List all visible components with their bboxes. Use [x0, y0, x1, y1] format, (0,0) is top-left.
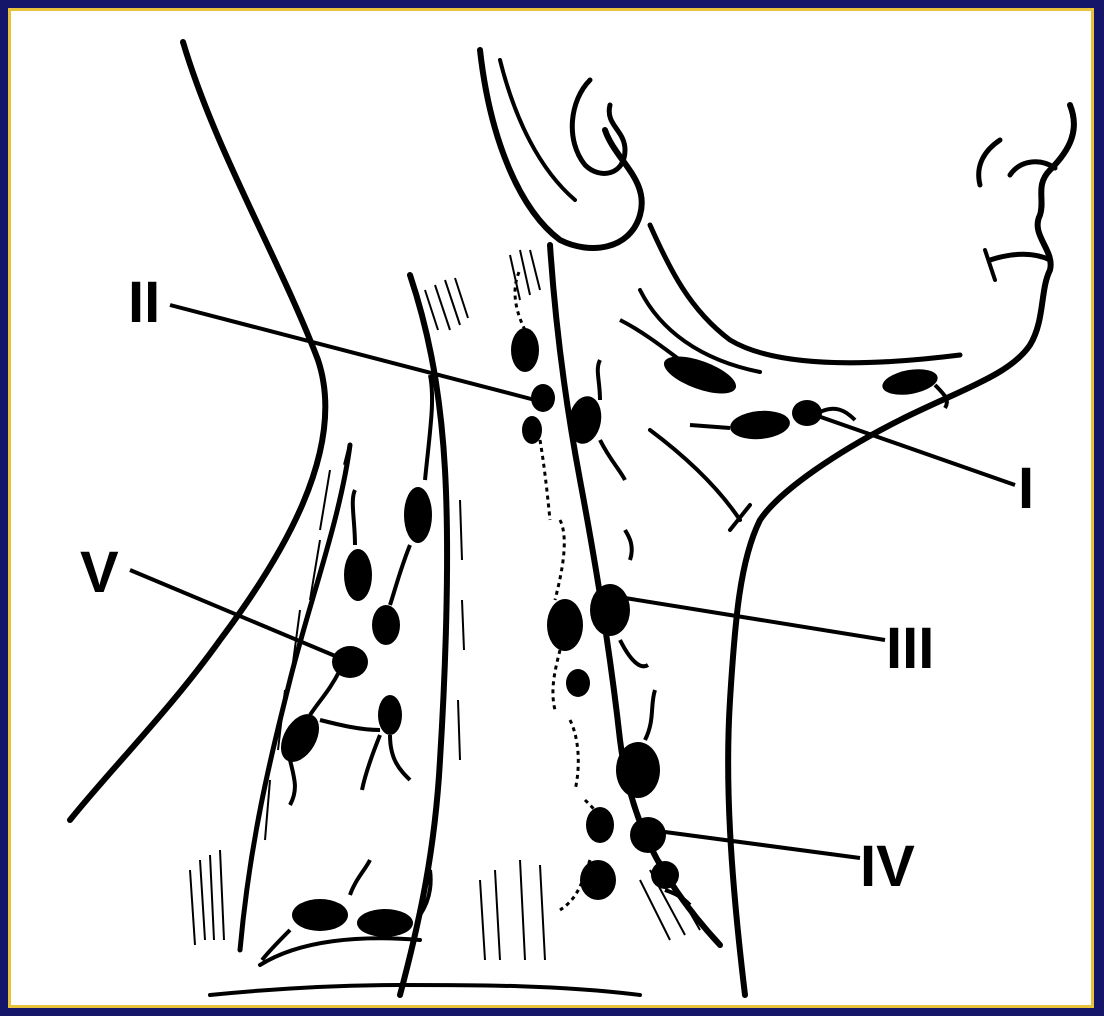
lymph-node — [880, 365, 939, 398]
muscle-left-edge — [400, 275, 447, 995]
lymph-node — [511, 328, 539, 372]
lymph-node — [404, 487, 432, 543]
lymph-node — [729, 408, 791, 441]
label-level-2: II — [128, 270, 160, 335]
lymph-node — [586, 807, 614, 843]
clavicle — [260, 938, 420, 965]
facial-vessel — [650, 430, 740, 520]
lip — [985, 250, 995, 280]
shoulder-base — [210, 985, 640, 995]
lymph-node — [566, 669, 590, 697]
lymph-node — [651, 861, 679, 889]
lymph-node — [522, 416, 542, 444]
lymph-node — [547, 599, 583, 651]
ear-inner — [572, 80, 625, 173]
label-level-1: I — [1018, 456, 1034, 521]
lymph-node — [630, 817, 666, 853]
lymph-node — [344, 549, 372, 601]
label-level-4: IV — [860, 834, 915, 899]
nostril — [979, 140, 1000, 185]
lymph-node — [292, 899, 348, 931]
mouth — [990, 254, 1050, 260]
lymph-node — [616, 742, 660, 798]
label-level-5: V — [80, 540, 119, 605]
jaw-line — [650, 225, 960, 363]
lymph-node — [357, 909, 413, 937]
label-level-3: III — [886, 616, 934, 681]
lymph-node — [792, 400, 822, 426]
lymph-node — [378, 695, 402, 735]
lymph-node — [590, 584, 630, 636]
lymph-node — [660, 349, 741, 401]
jaw-inner — [640, 290, 760, 372]
lymph-node — [580, 860, 616, 900]
leader-line-III — [625, 598, 885, 640]
neck-back-outline — [70, 42, 325, 820]
leader-line-IV — [650, 830, 860, 858]
leader-line-II — [170, 305, 535, 400]
lymph-node — [372, 605, 400, 645]
